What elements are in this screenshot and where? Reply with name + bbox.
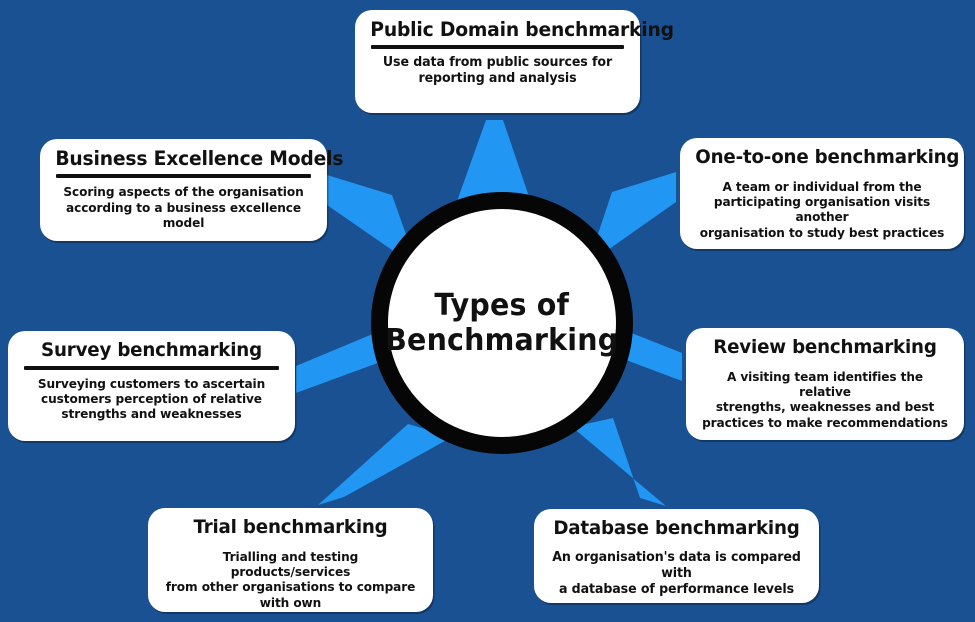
node-database[interactable]: Database benchmarking An organisation's …	[534, 509, 819, 603]
node-divider	[56, 174, 311, 179]
node-description: A team or individual from the participat…	[699, 178, 945, 240]
node-title: One-to-one benchmarking	[695, 146, 960, 168]
node-description: A visiting team identifies the relative …	[702, 368, 948, 430]
center-title: Types of Benchmarking	[385, 287, 619, 358]
node-divider	[371, 45, 624, 50]
ray-to-one-to-one	[588, 172, 676, 264]
node-title: Database benchmarking	[553, 517, 800, 539]
node-description: Use data from public sources for reporti…	[382, 55, 613, 87]
node-description: Surveying customers to ascertain custome…	[37, 375, 266, 422]
node-survey[interactable]: Survey benchmarking Surveying customers …	[8, 331, 295, 441]
node-title: Public Domain benchmarking	[370, 18, 674, 41]
node-title: Review benchmarking	[713, 336, 937, 358]
ray-to-trial	[318, 424, 452, 505]
node-description: Scoring aspects of the organisation acco…	[63, 184, 304, 230]
node-description: An organisation's data is compared with …	[552, 549, 801, 597]
ray-to-database	[572, 418, 666, 506]
node-description: Trialling and testing products/services …	[165, 548, 416, 610]
node-one-to-one[interactable]: One-to-one benchmarking A team or indivi…	[680, 138, 964, 249]
node-business-excellence-models[interactable]: Business Excellence Models Scoring aspec…	[40, 139, 344, 241]
node-title: Survey benchmarking	[41, 339, 262, 361]
node-title: Business Excellence Models	[55, 147, 344, 170]
node-divider	[24, 365, 279, 370]
node-review[interactable]: Review benchmarking A visiting team iden…	[686, 328, 964, 440]
center-circle: Types of Benchmarking	[371, 192, 633, 454]
node-title: Trial benchmarking	[193, 516, 388, 538]
node-public-domain[interactable]: Public Domain benchmarking Use data from…	[355, 10, 674, 113]
node-trial[interactable]: Trial benchmarking Trialling and testing…	[148, 508, 433, 612]
